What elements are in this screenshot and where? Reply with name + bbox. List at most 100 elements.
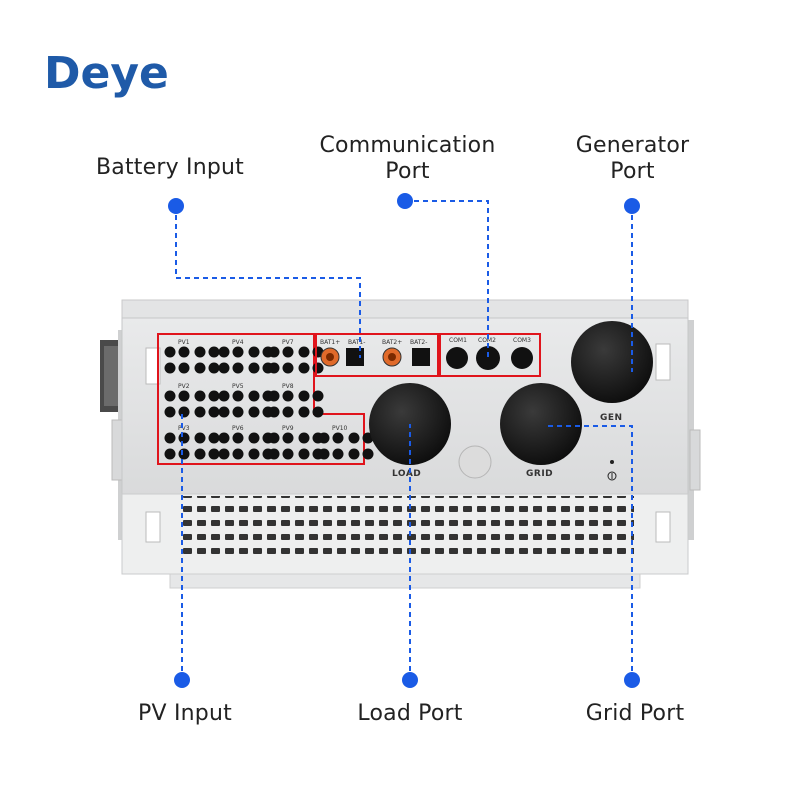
load-callout-dot <box>402 672 418 688</box>
pv-terminal <box>268 406 280 418</box>
pv-terminal <box>178 362 190 374</box>
com2-port <box>476 346 500 370</box>
pv-group-label: PV9 <box>282 425 294 432</box>
callout-dots <box>168 193 640 688</box>
pv-terminal <box>282 432 294 444</box>
pv-terminal <box>248 362 260 374</box>
pv-terminal <box>232 346 244 358</box>
pv-terminal <box>298 406 310 418</box>
battery-input-label: Battery Input <box>96 155 244 180</box>
grid-port-knob: GRID <box>500 383 582 479</box>
pv-terminal <box>298 448 310 460</box>
pv-terminal <box>232 448 244 460</box>
pv-terminal <box>232 362 244 374</box>
pv-terminal <box>194 448 206 460</box>
pv-terminal <box>298 432 310 444</box>
com1-label: COM1 <box>449 337 467 344</box>
pv-terminal <box>164 390 176 402</box>
pv-group-label: PV7 <box>282 339 294 346</box>
pv-input-label: PV Input <box>138 701 232 726</box>
bat2-pos-label: BAT2+ <box>382 339 402 346</box>
load-label: LOAD <box>392 469 421 479</box>
pv-group-label: PV10 <box>332 425 348 432</box>
pv-terminal <box>178 448 190 460</box>
pv-connector-group: PV5 <box>218 383 274 418</box>
pv-terminal <box>298 346 310 358</box>
pv-terminal <box>248 406 260 418</box>
pv-group-label: PV6 <box>232 425 244 432</box>
pv-terminal <box>208 432 220 444</box>
pv-terminal <box>232 390 244 402</box>
pv-terminal <box>218 390 230 402</box>
pv-terminal <box>164 346 176 358</box>
pv-terminal <box>268 448 280 460</box>
com3-label: COM3 <box>513 337 531 344</box>
pv-terminal <box>194 346 206 358</box>
generator-callout-dot <box>624 198 640 214</box>
communication-port-block: COM1 COM2 COM3 <box>439 333 541 377</box>
grid-callout-dot <box>624 672 640 688</box>
pv-terminal <box>218 432 230 444</box>
pv-terminal <box>282 362 294 374</box>
pv-terminal <box>282 406 294 418</box>
com1-port <box>446 347 468 369</box>
pv-terminal <box>248 346 260 358</box>
grid-port-label: Grid Port <box>585 701 685 726</box>
pv-group-label: PV2 <box>178 383 190 390</box>
vent-grille <box>182 496 634 558</box>
communication-port-label-line2: Port <box>385 159 430 184</box>
pv-terminal <box>164 432 176 444</box>
battery-callout-line <box>175 206 361 358</box>
com3-port <box>511 347 533 369</box>
gen-label: GEN <box>600 413 623 423</box>
pv-terminal <box>248 432 260 444</box>
ground-symbol <box>607 460 617 481</box>
pv-terminal <box>332 432 344 444</box>
communication-callout-dot <box>397 193 413 209</box>
callout-lines <box>175 200 633 680</box>
pv-terminal <box>208 362 220 374</box>
pv-terminal <box>282 346 294 358</box>
pv-terminal <box>362 448 374 460</box>
pv-group-label: PV5 <box>232 383 244 390</box>
pv-connector-group: PV8 <box>268 383 324 418</box>
pv-terminal <box>312 390 324 402</box>
bat1-pos-label: BAT1+ <box>320 339 340 346</box>
generator-port-label-line2: Port <box>610 159 655 184</box>
pv-terminal <box>248 390 260 402</box>
communication-callout-line <box>405 200 489 358</box>
pv-terminal <box>178 406 190 418</box>
pv-terminal <box>164 448 176 460</box>
grid-label: GRID <box>526 469 553 479</box>
battery-callout-dot <box>168 198 184 214</box>
generator-port-label: Generator Port <box>555 133 710 185</box>
pv-terminal <box>348 432 360 444</box>
pv-terminal <box>164 406 176 418</box>
pv-terminal <box>208 406 220 418</box>
pv-terminal <box>164 362 176 374</box>
pv-terminal <box>218 406 230 418</box>
pv-group-label: PV3 <box>178 425 190 432</box>
pv-terminal <box>194 390 206 402</box>
bat1-negative-terminal <box>346 348 364 366</box>
com2-label: COM2 <box>478 337 496 344</box>
pv-terminal <box>268 346 280 358</box>
pv-connector-group: PV9 <box>268 425 324 460</box>
pv-terminal <box>194 362 206 374</box>
logo-text: Deye <box>44 48 169 99</box>
grid-callout-line <box>545 425 633 680</box>
pv-terminal <box>318 432 330 444</box>
bat2-neg-label: BAT2- <box>410 339 427 346</box>
pv-terminal <box>248 448 260 460</box>
pv-terminal <box>318 448 330 460</box>
pv-terminal <box>208 346 220 358</box>
pv-terminal <box>194 406 206 418</box>
pv-group-label: PV4 <box>232 339 244 346</box>
vent-plug <box>458 445 492 479</box>
pv-terminal <box>348 448 360 460</box>
pv-terminal <box>178 432 190 444</box>
pv-group-label: PV8 <box>282 383 294 390</box>
pv-terminal <box>178 390 190 402</box>
